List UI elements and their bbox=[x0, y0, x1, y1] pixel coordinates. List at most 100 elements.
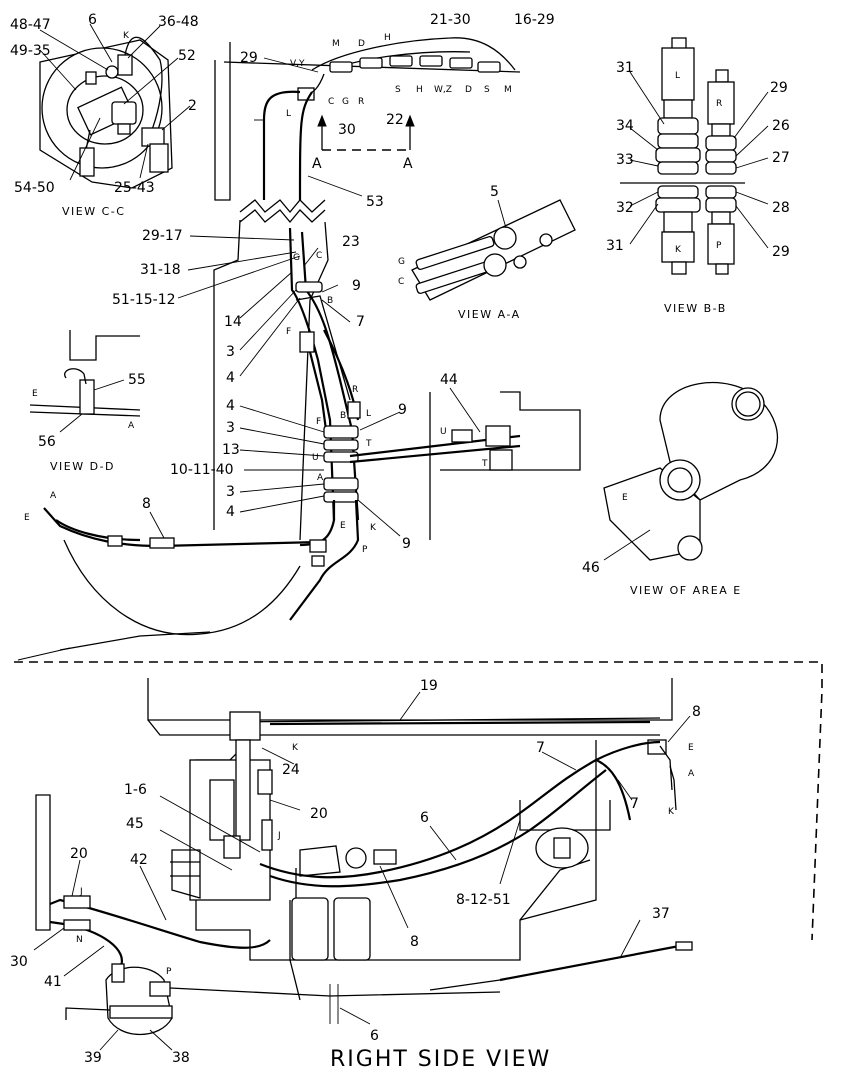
left-harness bbox=[17, 507, 327, 661]
callout-7-right: 7 bbox=[630, 796, 639, 812]
letter-f-mid: F bbox=[286, 327, 291, 337]
letter-a-bot-right: A bbox=[688, 769, 695, 779]
callout-26: 26 bbox=[772, 118, 790, 134]
letter-n-left: N bbox=[76, 935, 83, 945]
callout-55: 55 bbox=[128, 372, 146, 388]
callout-3-b: 3 bbox=[226, 420, 235, 436]
letter-wz-top: W,Z bbox=[434, 85, 452, 95]
letter-s-top: S bbox=[395, 85, 401, 95]
callout-14: 14 bbox=[224, 314, 242, 330]
diagram-title: RIGHT SIDE VIEW bbox=[330, 1047, 551, 1072]
callout-4-a: 4 bbox=[226, 370, 235, 386]
view-aa-detail bbox=[411, 199, 576, 301]
callout-29-17: 29-17 bbox=[142, 228, 183, 244]
letter-j-mid: J bbox=[277, 831, 281, 841]
view-aa-caption: VIEW A-A bbox=[458, 308, 521, 321]
letter-e-low: E bbox=[340, 521, 346, 531]
view-bb-caption: VIEW B-B bbox=[664, 302, 727, 315]
letter-r-top: R bbox=[358, 97, 364, 107]
callout-52: 52 bbox=[178, 48, 196, 64]
callout-45: 45 bbox=[126, 816, 144, 832]
callout-9-a: 9 bbox=[352, 278, 361, 294]
callout-33: 33 bbox=[616, 152, 634, 168]
callout-27: 27 bbox=[772, 150, 790, 166]
letter-g-mid: G bbox=[293, 253, 300, 263]
callout-42: 42 bbox=[130, 852, 148, 868]
section-divider bbox=[14, 661, 823, 941]
view-area-e-caption: VIEW OF AREA E bbox=[630, 584, 742, 597]
callout-25-43: 25-43 bbox=[114, 180, 155, 196]
callout-31-18: 31-18 bbox=[140, 262, 181, 278]
letter-l-bb: L bbox=[675, 71, 680, 81]
callout-6-mid: 6 bbox=[420, 810, 429, 826]
callout-22: 22 bbox=[386, 112, 404, 128]
view-dd-caption: VIEW D-D bbox=[50, 460, 115, 473]
callout-54-50: 54-50 bbox=[14, 180, 55, 196]
callout-46: 46 bbox=[582, 560, 600, 576]
letter-a-low: A bbox=[317, 473, 324, 483]
callout-34: 34 bbox=[616, 118, 634, 134]
callout-49-35: 49-35 bbox=[10, 43, 51, 59]
letter-a-left: A bbox=[50, 491, 57, 501]
view-dd-detail bbox=[29, 330, 141, 433]
letter-p-low: P bbox=[362, 545, 368, 555]
callout-41: 41 bbox=[44, 974, 62, 990]
letter-h-top2: H bbox=[416, 85, 423, 95]
callout-4-b: 4 bbox=[226, 398, 235, 414]
callout-3-c: 3 bbox=[226, 484, 235, 500]
section-a-right: A bbox=[403, 156, 413, 172]
letter-h-top: H bbox=[384, 33, 391, 43]
view-cc-detail bbox=[39, 23, 191, 189]
letter-r-bb: R bbox=[716, 99, 722, 109]
callout-29-bb-bot: 29 bbox=[772, 244, 790, 260]
letter-k-low: K bbox=[370, 523, 377, 533]
top-harness bbox=[214, 37, 521, 224]
letter-t-right: T bbox=[481, 459, 488, 469]
callout-2: 2 bbox=[188, 98, 197, 114]
callout-8-top: 8 bbox=[142, 496, 151, 512]
letter-e-dd: E bbox=[32, 389, 38, 399]
letter-k-bb: K bbox=[675, 245, 682, 255]
letter-c-top: C bbox=[328, 97, 334, 107]
letter-k-bot: K bbox=[292, 743, 299, 753]
letter-e-left: E bbox=[24, 513, 30, 523]
letter-e-area: E bbox=[622, 493, 628, 503]
letter-m-top2: M bbox=[504, 85, 512, 95]
letter-p-bot: P bbox=[166, 967, 172, 977]
callout-32: 32 bbox=[616, 200, 634, 216]
callout-56: 56 bbox=[38, 434, 56, 450]
right-side-view bbox=[33, 678, 693, 1051]
callout-1-6: 1-6 bbox=[124, 782, 147, 798]
letter-d-top: D bbox=[358, 39, 365, 49]
callout-30-top: 30 bbox=[338, 122, 356, 138]
callout-36-48: 36-48 bbox=[158, 14, 199, 30]
callout-13: 13 bbox=[222, 442, 240, 458]
callout-7-mid: 7 bbox=[536, 740, 545, 756]
callout-7-top: 7 bbox=[356, 314, 365, 330]
letter-g-aa: G bbox=[398, 257, 405, 267]
callout-48-47: 48-47 bbox=[10, 17, 51, 33]
callout-24: 24 bbox=[282, 762, 300, 778]
letter-a-dd: A bbox=[128, 421, 135, 431]
letter-k-cc: K bbox=[123, 31, 130, 41]
section-a-left: A bbox=[312, 156, 322, 172]
letter-l-top: L bbox=[286, 109, 291, 119]
letter-j-left: J bbox=[79, 887, 83, 897]
letter-u-low: U bbox=[312, 453, 319, 463]
letter-g-top: G bbox=[342, 97, 349, 107]
callout-39: 39 bbox=[84, 1050, 102, 1066]
callout-37: 37 bbox=[652, 906, 670, 922]
callout-4-c: 4 bbox=[226, 504, 235, 520]
letter-b-mid: B bbox=[327, 296, 333, 306]
letter-d-top2: D bbox=[465, 85, 472, 95]
callout-20-left: 20 bbox=[70, 846, 88, 862]
callout-38: 38 bbox=[172, 1050, 190, 1066]
callout-29-top: 29 bbox=[240, 50, 258, 66]
callout-53: 53 bbox=[366, 194, 384, 210]
letter-k-bot-right: K bbox=[668, 807, 675, 817]
callout-5: 5 bbox=[490, 184, 499, 200]
letter-f-low: F bbox=[316, 417, 321, 427]
callout-8-right: 8 bbox=[692, 704, 701, 720]
callout-19: 19 bbox=[420, 678, 438, 694]
callout-31-bb-bot: 31 bbox=[606, 238, 624, 254]
